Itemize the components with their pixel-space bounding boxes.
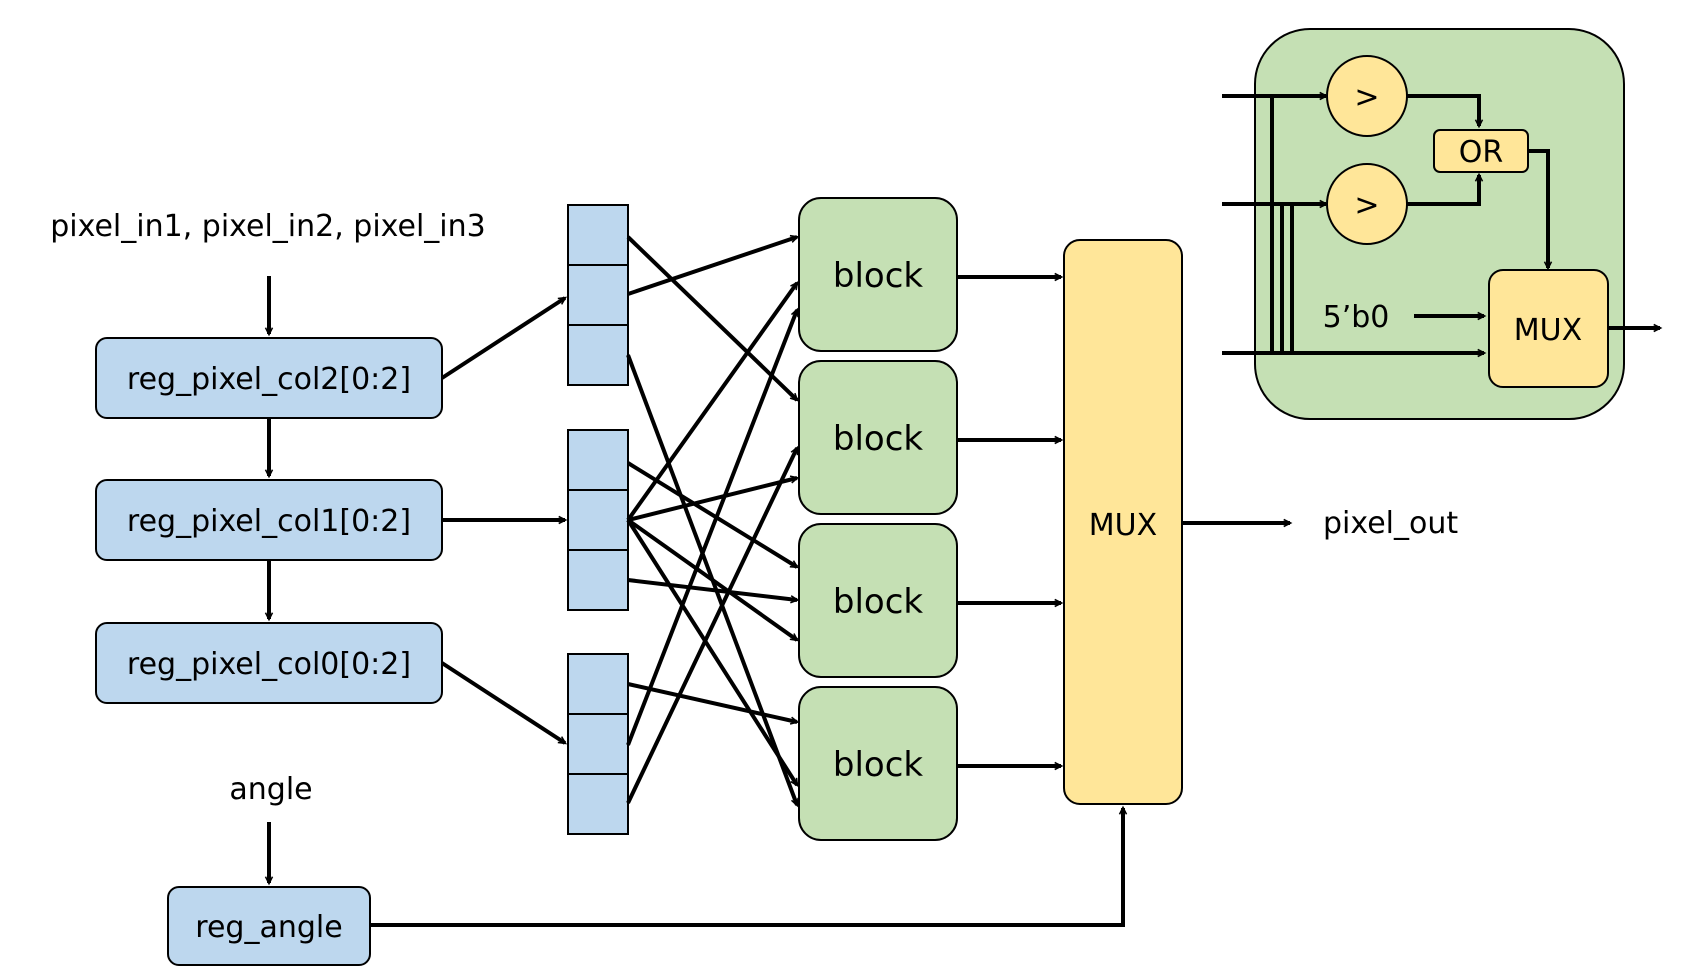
block-2 — [798, 360, 958, 515]
block-4-label: block — [833, 745, 924, 785]
inset-mux-label: MUX — [1514, 313, 1582, 348]
crossbar-wires — [626, 234, 800, 808]
or-to-mux-wire — [1528, 149, 1553, 271]
block-4 — [798, 686, 958, 841]
angle-label: angle — [229, 772, 312, 807]
comparator-top-to-or-wire — [1407, 94, 1484, 129]
or-gate-label: OR — [1459, 135, 1503, 170]
constant-label: 5’b0 — [1323, 300, 1390, 335]
angle-select-wire — [370, 805, 1128, 927]
block-3-label: block — [833, 582, 924, 622]
comparator-top-label: > — [1354, 80, 1379, 115]
block-detail-inset: > > OR 5’b0 MUX — [1222, 28, 1663, 420]
block-3 — [798, 523, 958, 678]
register-angle-label: reg_angle — [195, 910, 342, 945]
cell-array-top — [567, 204, 629, 386]
block-2-label: block — [833, 419, 924, 459]
comparator-bottom-label: > — [1354, 188, 1379, 223]
cell-array-middle — [567, 429, 629, 611]
register-col1-label: reg_pixel_col1[0:2] — [127, 504, 411, 539]
main-mux-label: MUX — [1089, 508, 1157, 543]
inputs-label: pixel_in1, pixel_in2, pixel_in3 — [50, 209, 485, 244]
output-label: pixel_out — [1323, 506, 1458, 541]
col0-to-array-wire — [440, 661, 568, 745]
register-col0-label: reg_pixel_col0[0:2] — [127, 647, 411, 682]
cell-array-bottom — [567, 653, 629, 835]
col2-to-array-wire — [440, 296, 568, 380]
register-col2-label: reg_pixel_col2[0:2] — [127, 362, 411, 397]
block-1 — [798, 197, 958, 352]
comparator-bottom-to-or-wire — [1407, 172, 1484, 206]
block-1-label: block — [833, 256, 924, 296]
